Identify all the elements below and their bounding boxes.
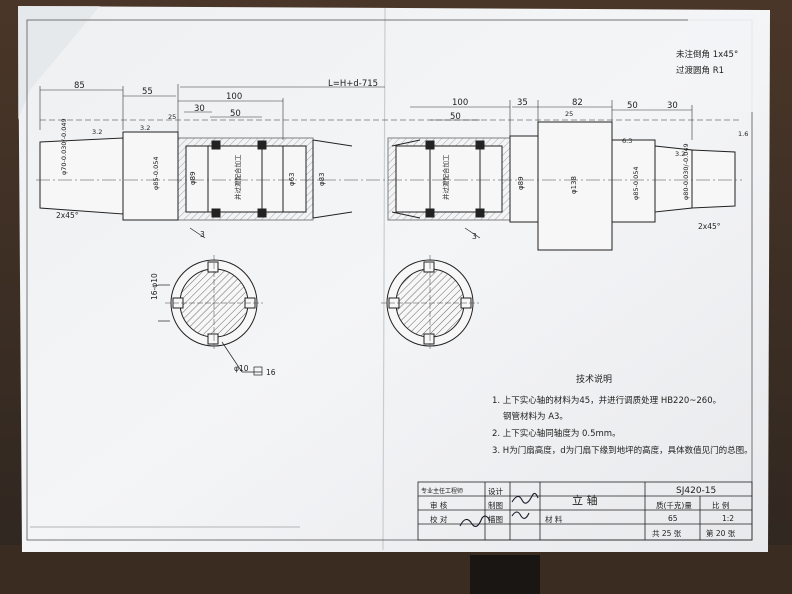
- handwritten-signatures: [459, 492, 539, 527]
- dim-30-left: 30: [194, 104, 205, 114]
- tech-heading: 技术说明: [576, 375, 613, 385]
- tech-item-3: 3. H为门扇高度，d为门扇下缘到地坪的高度，具体数值见门的总图。: [492, 446, 753, 456]
- dia-63: φ63: [288, 172, 296, 186]
- note-chamfer: 未注倒角 1x45°: [676, 50, 739, 60]
- tb-sheet-total: 共 25 张: [652, 529, 682, 538]
- section-view-left: [165, 255, 263, 351]
- tb-trace: 描图: [488, 515, 503, 524]
- tb-code: SJ420-15: [676, 486, 717, 496]
- section-ref-16: 16: [266, 368, 276, 377]
- dia-89-right: φ89: [517, 176, 525, 190]
- roughness-25-b: 25: [565, 110, 574, 118]
- roughness-16: 1.6: [738, 130, 749, 138]
- dia-89-left: φ89: [189, 171, 197, 185]
- dim-50-left: 50: [230, 109, 241, 119]
- drawing-border: [26, 19, 753, 541]
- shaft-left: [39, 131, 353, 221]
- shaft-right: [387, 121, 736, 251]
- dim-55: 55: [142, 87, 153, 97]
- tb-scale: 1:2: [722, 514, 735, 523]
- tb-drawing: 制图: [488, 501, 503, 510]
- dim-82: 82: [572, 98, 583, 108]
- dia-70: φ70-0.030/-0.049: [60, 118, 68, 175]
- tb-check: 审 核: [430, 501, 448, 510]
- dia-85-left: φ85-0.054: [152, 156, 160, 190]
- weld-note-left: 并过渡配合加工: [234, 154, 242, 201]
- dim-100-right: 100: [452, 98, 469, 108]
- tb-scale-label: 比 例: [712, 501, 730, 510]
- weld-symbol-right: 3: [472, 232, 477, 241]
- paper-fold: [382, 7, 386, 551]
- dim-85: 85: [74, 81, 85, 91]
- title-block-grid: [417, 481, 753, 541]
- tb-mass: 65: [668, 514, 678, 523]
- dim-30-far: 30: [667, 101, 678, 111]
- tb-mass-label: 质(千克)量: [656, 501, 692, 510]
- roughness-25-a: 25: [168, 113, 177, 121]
- tech-item-1b: 钢管材料为 A3。: [503, 412, 568, 422]
- tb-sheet-no: 第 20 张: [706, 529, 736, 538]
- weld-symbol-left: 3: [200, 230, 205, 239]
- tb-proof: 校 对: [430, 515, 448, 524]
- roughness-63: 6.3: [622, 137, 633, 145]
- tech-item-1: 1. 上下实心轴的材料为45，并进行调质处理 HB220~260。: [492, 396, 722, 406]
- dia-138: φ138: [570, 176, 578, 194]
- tb-material-label: 材 料: [545, 515, 563, 524]
- leader-lines: [158, 227, 481, 376]
- dimension-lines: [39, 84, 740, 140]
- section-ref-phi10: φ10: [234, 364, 249, 373]
- dim-50-right: 50: [450, 112, 461, 122]
- chamfer-right: 2x45°: [698, 222, 721, 231]
- roughness-32-a: 3.2: [92, 128, 103, 136]
- section-dim-16-phi10: 16-φ10: [150, 273, 159, 300]
- dim-35: 35: [517, 98, 528, 108]
- dim-50-far: 50: [627, 101, 638, 111]
- dia-83: φ83: [318, 172, 326, 186]
- chamfer-left: 2x45°: [56, 211, 79, 220]
- roughness-32-c: 3.2: [675, 150, 686, 158]
- tech-item-2: 2. 上下实心轴同轴度为 0.5mm。: [492, 429, 621, 439]
- section-view-right: [381, 255, 479, 351]
- note-fillet: 过渡圆角 R1: [676, 66, 725, 76]
- roughness-32-b: 3.2: [140, 124, 151, 132]
- weld-note-right: 并过渡配合加工: [442, 154, 450, 201]
- dim-lh: L=H+d-715: [328, 79, 379, 89]
- dim-100-left: 100: [226, 92, 243, 102]
- dia-85-right: φ85-0.054: [632, 166, 640, 200]
- tb-dept: 专业主任工程师: [421, 488, 464, 495]
- tb-design: 设计: [488, 487, 503, 496]
- tb-part-name: 立 轴: [572, 494, 598, 507]
